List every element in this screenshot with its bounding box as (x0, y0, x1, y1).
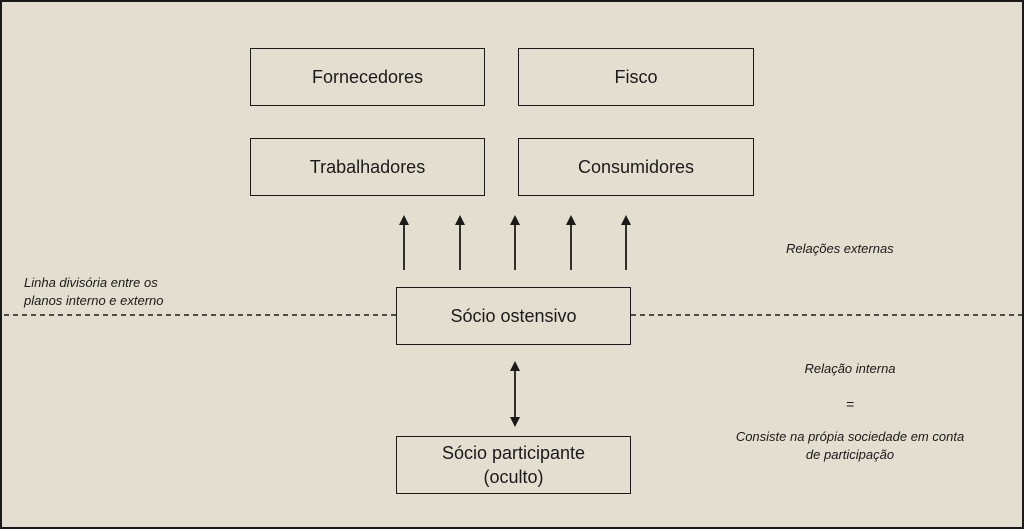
box-fisco: Fisco (518, 48, 754, 106)
box-socio-participante: Sócio participante (oculto) (396, 436, 631, 494)
note-linha-divisoria-line2: planos interno e externo (24, 293, 164, 308)
box-fornecedores-label: Fornecedores (311, 67, 424, 87)
note-linha-divisoria: Linha divisória entre os planos interno … (24, 274, 163, 310)
note-consiste-line2: de participação (805, 447, 895, 462)
box-consumidores-label: Consumidores (577, 157, 695, 177)
box-fisco-label: Fisco (614, 67, 658, 87)
note-relacoes-externas: Relações externas (786, 241, 894, 256)
box-consumidores: Consumidores (518, 138, 754, 196)
box-socio-participante-line1: Sócio participante (441, 443, 586, 463)
note-consiste-line1: Consiste na própia sociedade em conta (735, 429, 965, 444)
note-relacao-interna-block: Relação interna = Consiste na própia soc… (702, 360, 998, 464)
note-linha-divisoria-line1: Linha divisória entre os (24, 275, 158, 290)
note-relacao-interna: Relação interna (804, 361, 896, 376)
box-fornecedores: Fornecedores (250, 48, 485, 106)
box-socio-ostensivo-label: Sócio ostensivo (450, 306, 577, 326)
box-trabalhadores-label: Trabalhadores (309, 157, 426, 177)
box-socio-participante-line2: (oculto) (483, 467, 544, 487)
box-trabalhadores: Trabalhadores (250, 138, 485, 196)
note-equals: = (845, 396, 855, 412)
box-socio-ostensivo: Sócio ostensivo (396, 287, 631, 345)
